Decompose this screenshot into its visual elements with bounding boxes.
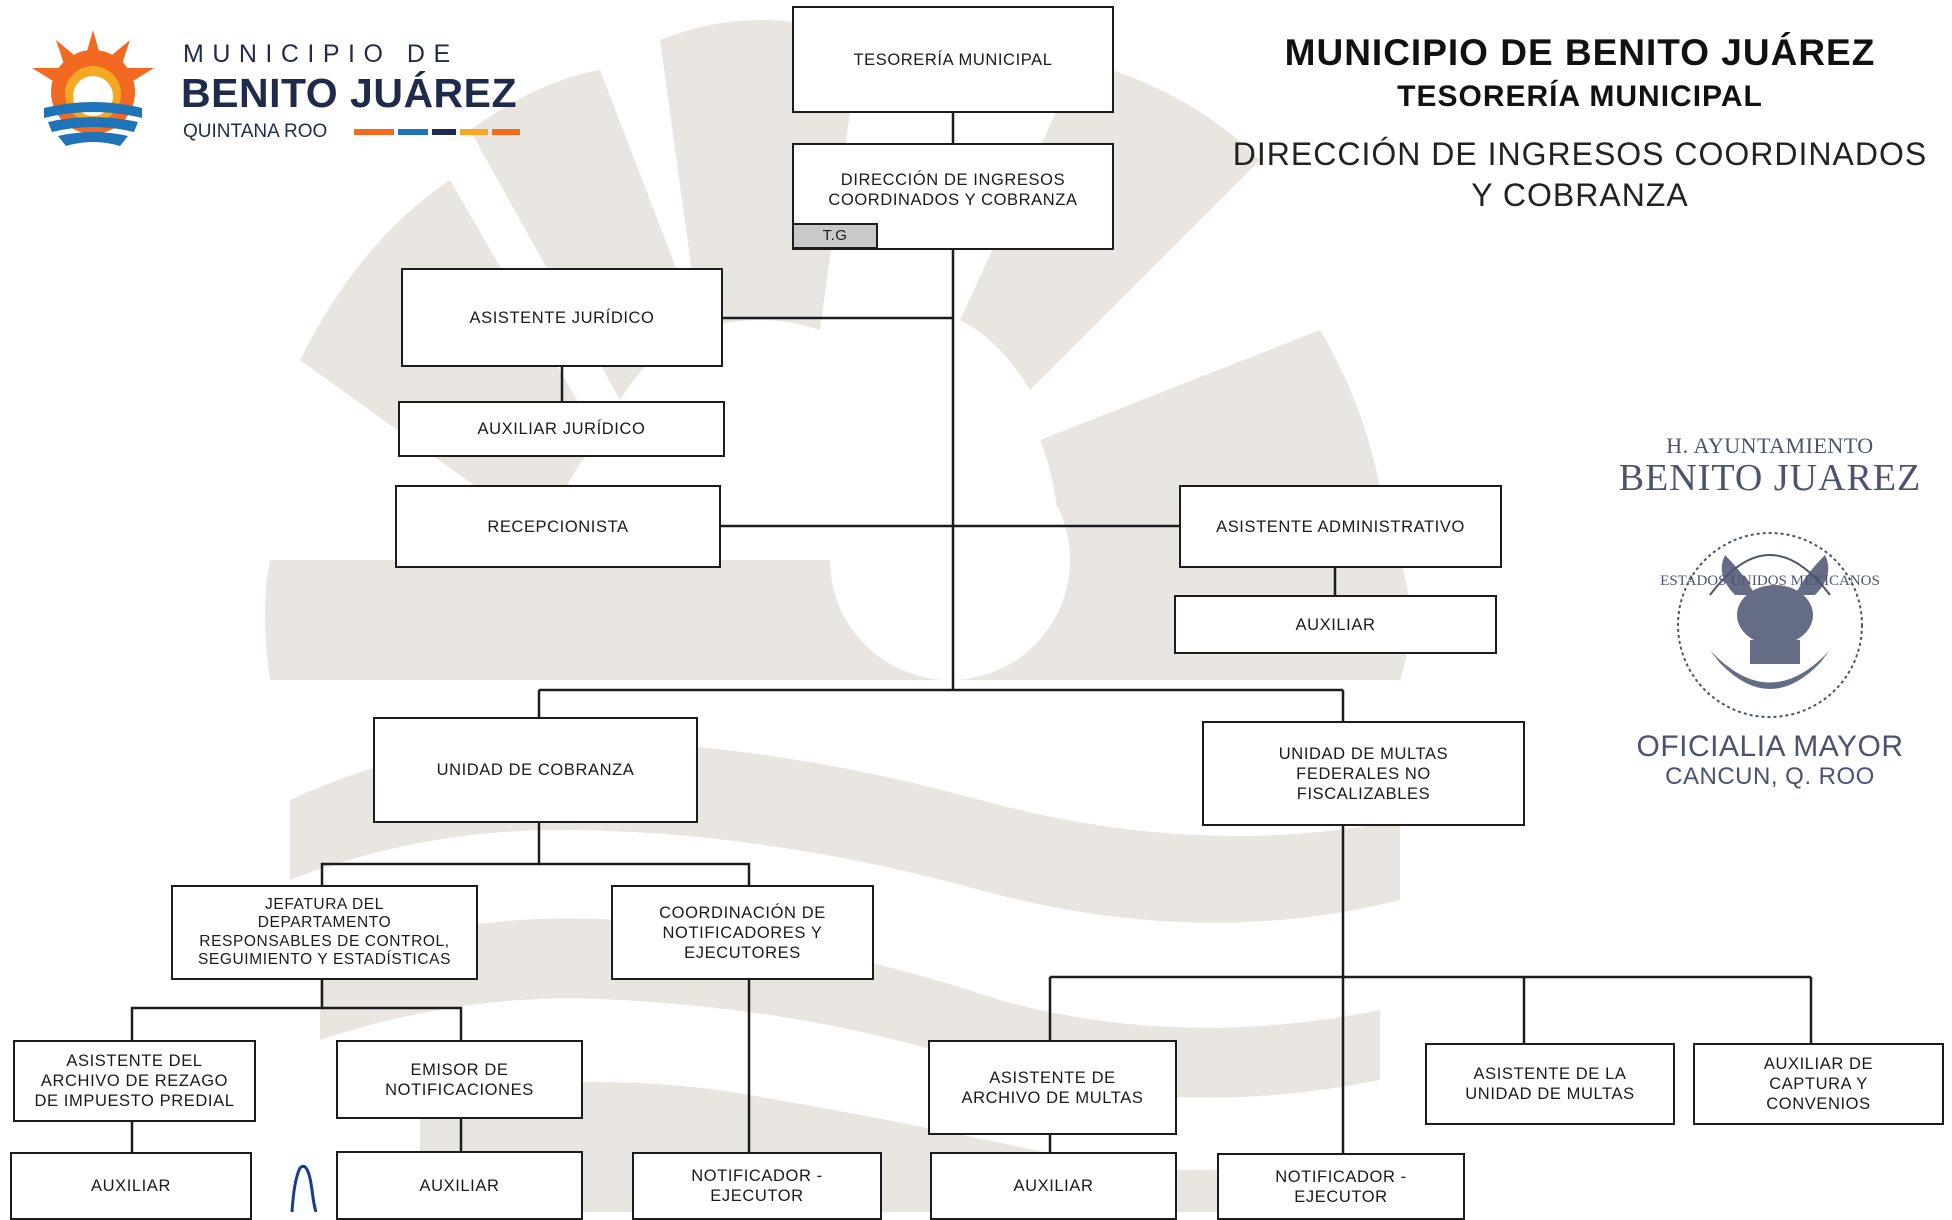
seal-text-cancun: CANCUN, Q. ROO xyxy=(1665,763,1875,790)
node-label: ASISTENTE DE ARCHIVO DE MULTAS xyxy=(961,1068,1144,1107)
node-unidad-cobranza: UNIDAD DE COBRANZA xyxy=(373,717,698,823)
node-label: COORDINACIÓN DE NOTIFICADORES Y EJECUTOR… xyxy=(659,903,826,962)
seal-text-benito-juarez: BENITO JUAREZ xyxy=(1618,457,1922,499)
node-notificador-ejecutor-1: NOTIFICADOR - EJECUTOR xyxy=(632,1152,882,1220)
node-coordinacion-notificadores: COORDINACIÓN DE NOTIFICADORES Y EJECUTOR… xyxy=(611,885,874,980)
node-asistente-archivo-multas: ASISTENTE DE ARCHIVO DE MULTAS xyxy=(928,1040,1177,1135)
node-label: NOTIFICADOR - EJECUTOR xyxy=(691,1167,823,1205)
node-label: AUXILIAR JURÍDICO xyxy=(477,420,646,438)
node-label: TESORERÍA MUNICIPAL xyxy=(853,50,1053,69)
node-direccion-ingresos: DIRECCIÓN DE INGRESOS COORDINADOS Y COBR… xyxy=(792,143,1114,250)
node-label: AUXILIAR DE CAPTURA Y CONVENIOS xyxy=(1763,1055,1874,1113)
node-label: ASISTENTE DE LA UNIDAD DE MULTAS xyxy=(1465,1065,1635,1103)
node-recepcionista: RECEPCIONISTA xyxy=(395,485,721,568)
node-label: UNIDAD DE MULTAS FEDERALES NO FISCALIZAB… xyxy=(1278,744,1449,803)
node-unidad-multas: UNIDAD DE MULTAS FEDERALES NO FISCALIZAB… xyxy=(1202,721,1525,826)
node-jefatura-departamento: JEFATURA DEL DEPARTAMENTO RESPONSABLES D… xyxy=(171,885,478,980)
node-notificador-ejecutor-2: NOTIFICADOR - EJECUTOR xyxy=(1217,1153,1465,1220)
node-asistente-juridico: ASISTENTE JURÍDICO xyxy=(401,268,723,367)
tg-tag: T.G xyxy=(792,223,878,249)
node-label: AUXILIAR xyxy=(419,1176,500,1195)
node-emisor-notificaciones: EMISOR DE NOTIFICACIONES xyxy=(336,1040,583,1119)
node-auxiliar-administrativo: AUXILIAR xyxy=(1174,595,1497,654)
signature-mark xyxy=(290,1164,318,1212)
node-asistente-unidad-multas: ASISTENTE DE LA UNIDAD DE MULTAS xyxy=(1425,1043,1675,1125)
seal-text-oficialia-mayor: OFICIALIA MAYOR xyxy=(1636,730,1904,763)
node-label: NOTIFICADOR - EJECUTOR xyxy=(1275,1167,1407,1206)
node-label: ASISTENTE ADMINISTRATIVO xyxy=(1216,517,1465,536)
logo-text-benito-juarez: BENITO JUÁREZ xyxy=(181,70,518,116)
municipal-logo-icon xyxy=(32,30,154,146)
node-auxiliar-rezago: AUXILIAR xyxy=(10,1152,252,1220)
seal-text-ayuntamiento: H. AYUNTAMIENTO xyxy=(1666,433,1874,458)
node-label: RECEPCIONISTA xyxy=(487,517,629,536)
logo-text-municipio: MUNICIPIO DE xyxy=(183,40,459,68)
node-label: ASISTENTE DEL ARCHIVO DE REZAGO DE IMPUE… xyxy=(34,1052,235,1110)
official-seal-stamp: ESTADOS UNIDOS MEXICANOS xyxy=(1660,532,1880,718)
direction-heading: DIRECCIÓN DE INGRESOS COORDINADOS Y COBR… xyxy=(1232,136,1928,213)
node-label: JEFATURA DEL DEPARTAMENTO RESPONSABLES D… xyxy=(197,895,452,969)
node-auxiliar-emisor: AUXILIAR xyxy=(336,1151,583,1220)
node-label: DIRECCIÓN DE INGRESOS COORDINADOS Y COBR… xyxy=(828,170,1078,209)
document-subtitle: TESORERÍA MUNICIPAL xyxy=(1397,80,1763,113)
logo-color-stripe xyxy=(354,129,520,135)
node-label: UNIDAD DE COBRANZA xyxy=(436,761,635,779)
node-label: AUXILIAR xyxy=(91,1177,171,1195)
node-auxiliar-captura-convenios: AUXILIAR DE CAPTURA Y CONVENIOS xyxy=(1693,1043,1944,1125)
node-label: AUXILIAR xyxy=(1295,615,1376,634)
node-tesoreria-municipal: TESORERÍA MUNICIPAL xyxy=(792,6,1114,113)
node-auxiliar-juridico: AUXILIAR JURÍDICO xyxy=(398,401,725,457)
node-asistente-archivo-rezago: ASISTENTE DEL ARCHIVO DE REZAGO DE IMPUE… xyxy=(13,1040,256,1122)
node-label: AUXILIAR xyxy=(1013,1177,1094,1195)
node-label: EMISOR DE NOTIFICACIONES xyxy=(385,1060,534,1099)
seal-ring-text: ESTADOS UNIDOS MEXICANOS xyxy=(1660,573,1880,589)
logo-text-quintana-roo: QUINTANA ROO xyxy=(183,121,328,142)
node-auxiliar-multas: AUXILIAR xyxy=(930,1152,1177,1220)
node-asistente-administrativo: ASISTENTE ADMINISTRATIVO xyxy=(1179,485,1502,568)
document-title: MUNICIPIO DE BENITO JUÁREZ xyxy=(1284,32,1876,73)
node-label: ASISTENTE JURÍDICO xyxy=(469,308,655,327)
